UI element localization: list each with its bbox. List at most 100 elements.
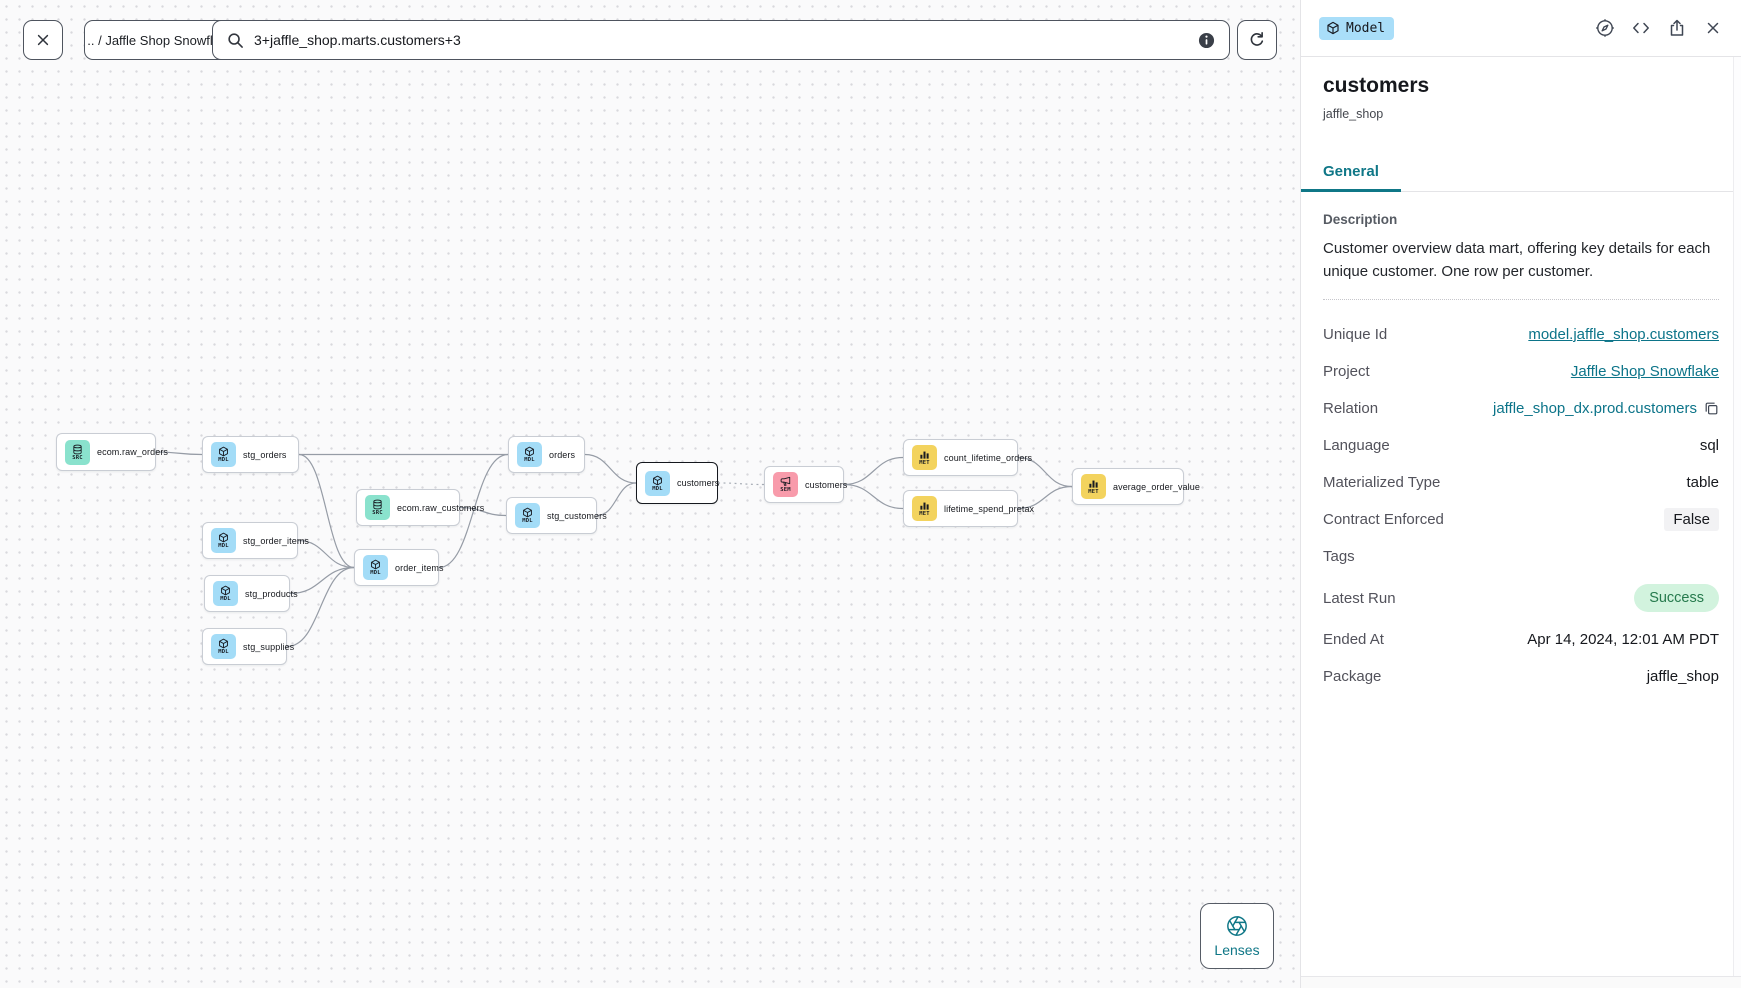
panel-scrollbar[interactable] bbox=[1733, 57, 1741, 976]
model-icon: MDL bbox=[211, 634, 236, 659]
dag-edge bbox=[843, 456, 904, 486]
metric-icon: MET bbox=[912, 445, 937, 470]
breadcrumb-label: .. / Jaffle Shop Snowflake bbox=[87, 32, 234, 48]
refresh-lineage-button[interactable] bbox=[1237, 20, 1277, 60]
detail-row-tags: Tags bbox=[1323, 538, 1719, 575]
search-icon bbox=[228, 32, 243, 48]
detail-row-unique-id: Unique Id model.jaffle_shop.customers bbox=[1323, 316, 1719, 353]
copy-icon[interactable] bbox=[1704, 401, 1719, 416]
relation-value: jaffle_shop_dx.prod.customers bbox=[1492, 400, 1697, 417]
breadcrumb[interactable]: .. / Jaffle Shop Snowflake bbox=[84, 20, 237, 60]
detail-row-relation: Relation jaffle_shop_dx.prod.customers bbox=[1323, 390, 1719, 427]
detail-label: Latest Run bbox=[1323, 589, 1396, 607]
node-label: customers bbox=[805, 479, 848, 490]
description-section: Description Customer overview data mart,… bbox=[1301, 192, 1741, 283]
share-button[interactable] bbox=[1667, 18, 1687, 38]
detail-label: Package bbox=[1323, 668, 1382, 685]
detail-link[interactable]: model.jaffle_shop.customers bbox=[1528, 326, 1719, 343]
node-label: customers bbox=[677, 478, 720, 488]
detail-row-project: Project Jaffle Shop Snowflake bbox=[1323, 353, 1719, 390]
detail-label: Contract Enforced bbox=[1323, 511, 1444, 528]
model-icon: MDL bbox=[645, 470, 670, 496]
detail-row-contract-enforced: Contract Enforced False bbox=[1323, 501, 1719, 538]
dag-edge bbox=[286, 566, 355, 648]
detail-label: Unique Id bbox=[1323, 326, 1388, 343]
lenses-label: Lenses bbox=[1214, 941, 1260, 958]
dag-node-stg_order_items[interactable]: MDL stg_order_items bbox=[202, 522, 309, 559]
model-cube-icon bbox=[1327, 21, 1339, 35]
detail-value: sql bbox=[1699, 437, 1719, 454]
detail-label: Ended At bbox=[1323, 631, 1384, 648]
description-text: Customer overview data mart, offering ke… bbox=[1323, 240, 1711, 280]
close-panel-button[interactable] bbox=[1703, 18, 1723, 38]
node-label: ecom.raw_customers bbox=[397, 502, 485, 513]
source-icon: SRC bbox=[365, 495, 390, 520]
metric-icon: MET bbox=[1081, 474, 1106, 499]
dag-node-customers[interactable]: MDL customers bbox=[636, 462, 720, 504]
dag-node-count_lifetime_orders[interactable]: MET count_lifetime_orders bbox=[903, 439, 1032, 476]
detail-link[interactable]: Jaffle Shop Snowflake bbox=[1570, 363, 1719, 380]
node-label: count_lifetime_orders bbox=[944, 452, 1033, 463]
selector-input[interactable] bbox=[254, 32, 1188, 48]
contract-chip: False bbox=[1664, 508, 1719, 531]
detail-label: Project bbox=[1323, 363, 1370, 380]
status-badge: Success bbox=[1634, 584, 1719, 612]
source-icon: SRC bbox=[65, 439, 90, 465]
detail-label: Language bbox=[1323, 437, 1390, 454]
node-label: orders bbox=[549, 449, 576, 460]
dag-node-raw_orders[interactable]: SRC ecom.raw_orders bbox=[56, 433, 168, 471]
dag-edge bbox=[843, 483, 904, 510]
node-label: stg_supplies bbox=[243, 641, 295, 652]
close-icon bbox=[1707, 22, 1719, 34]
resource-detail-panel: Model customers jaffle_shop bbox=[1300, 0, 1741, 988]
panel-footer bbox=[1301, 976, 1741, 988]
detail-value: table bbox=[1686, 474, 1719, 491]
dag-node-raw_customers[interactable]: SRC ecom.raw_customers bbox=[356, 489, 484, 526]
semantic-model-icon: SEM bbox=[773, 472, 798, 497]
package-subtitle: jaffle_shop bbox=[1323, 107, 1384, 121]
node-label: average_order_value bbox=[1113, 481, 1200, 492]
info-icon[interactable] bbox=[1198, 32, 1215, 49]
model-icon: MDL bbox=[211, 528, 236, 553]
detail-value: Apr 14, 2024, 12:01 AM PDT bbox=[1527, 631, 1719, 648]
detail-row-language: Language sql bbox=[1323, 427, 1719, 464]
tab-general[interactable]: General bbox=[1301, 163, 1401, 192]
model-icon: MDL bbox=[213, 581, 238, 606]
detail-label: Tags bbox=[1323, 548, 1355, 565]
metric-icon: MET bbox=[912, 496, 937, 521]
detail-label: Relation bbox=[1323, 400, 1379, 417]
page-title: customers bbox=[1323, 74, 1430, 97]
explore-button[interactable] bbox=[1595, 18, 1615, 38]
node-label: stg_order_items bbox=[243, 535, 310, 546]
detail-row-materialized-type: Materialized Type table bbox=[1323, 464, 1719, 501]
compass-icon bbox=[1596, 19, 1614, 37]
detail-label: Materialized Type bbox=[1323, 474, 1441, 491]
resource-type-label: Model bbox=[1346, 20, 1386, 36]
node-label: order_items bbox=[395, 562, 444, 573]
close-lineage-button[interactable] bbox=[23, 20, 63, 60]
dag-edge bbox=[289, 566, 355, 595]
lenses-button[interactable]: Lenses bbox=[1200, 903, 1274, 969]
share-icon bbox=[1670, 19, 1684, 36]
dag-node-customers_sem[interactable]: SEM customers bbox=[764, 466, 848, 503]
code-icon bbox=[1633, 22, 1649, 34]
close-icon bbox=[37, 34, 49, 46]
aperture-icon bbox=[1227, 915, 1247, 936]
view-code-button[interactable] bbox=[1631, 18, 1651, 38]
model-icon: MDL bbox=[211, 442, 236, 467]
dag-node-average_order_value[interactable]: MET average_order_value bbox=[1072, 468, 1200, 505]
node-label: ecom.raw_orders bbox=[97, 447, 169, 457]
detail-row-ended-at: Ended At Apr 14, 2024, 12:01 AM PDT bbox=[1323, 621, 1719, 658]
detail-row-latest-run: Latest Run Success bbox=[1323, 575, 1719, 621]
dag-node-stg_supplies[interactable]: MDL stg_supplies bbox=[202, 628, 294, 665]
